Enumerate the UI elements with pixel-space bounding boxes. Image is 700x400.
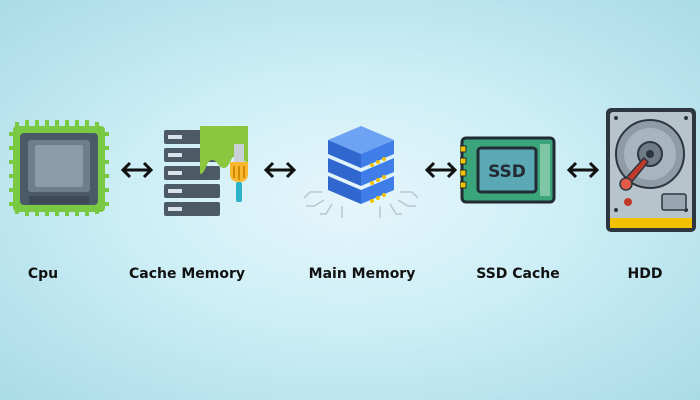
label-cpu: Cpu <box>27 266 59 282</box>
cache-server-icon <box>164 126 248 216</box>
ssd-drive-icon: SSD <box>460 136 556 204</box>
label-main-memory: Main Memory <box>308 266 416 282</box>
ssd-text: SSD <box>488 162 526 182</box>
main-memory-stack-icon <box>303 126 419 218</box>
bidirectional-arrow-icon <box>263 161 297 179</box>
bidirectional-arrow-icon <box>120 161 154 179</box>
cpu-chip-icon <box>9 120 109 216</box>
hard-disk-icon <box>606 108 696 232</box>
label-hdd: HDD <box>627 266 663 282</box>
label-ssd-cache: SSD Cache <box>476 266 560 282</box>
label-cache-memory: Cache Memory <box>128 266 246 282</box>
bidirectional-arrow-icon <box>566 161 600 179</box>
bidirectional-arrow-icon <box>424 161 458 179</box>
